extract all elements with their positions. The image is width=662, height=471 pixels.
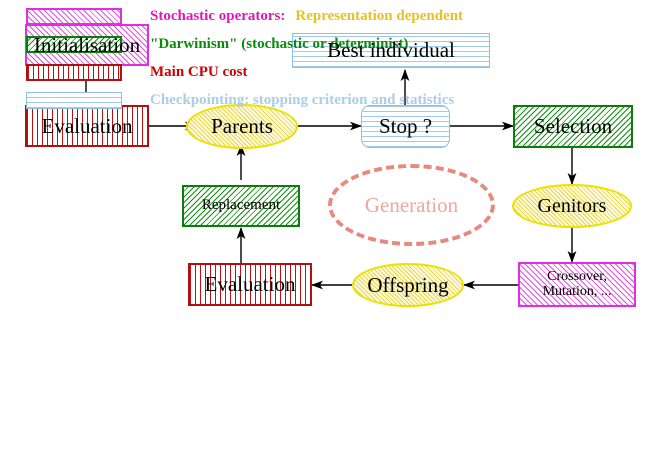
node-offspring-label: Offspring bbox=[367, 272, 449, 297]
legend-swatch-red-vertical-hatch-icon bbox=[26, 64, 122, 81]
node-offspring[interactable]: Offspring bbox=[352, 263, 464, 307]
node-selection-label: Selection bbox=[533, 114, 613, 139]
node-best-individual-label: Best individual bbox=[327, 38, 455, 63]
node-evaluation-top[interactable]: Evaluation bbox=[25, 105, 149, 147]
node-crossover-mutation-label-line2: Mutation, ... bbox=[542, 283, 612, 299]
node-genitors-label: Genitors bbox=[537, 194, 607, 217]
legend-label-darwinism: "Darwinism" (stochastic or determinist) bbox=[150, 36, 409, 52]
node-crossover-mutation-label-line1: Crossover, bbox=[547, 268, 607, 284]
legend-row-stochastic-operators: Stochastic operators: Representation dep… bbox=[26, 8, 463, 25]
node-parents-label: Parents bbox=[211, 114, 273, 139]
legend-row-darwinism: "Darwinism" (stochastic or determinist) bbox=[26, 36, 408, 53]
node-replacement-label: Replacement bbox=[201, 197, 281, 214]
node-stop[interactable]: Stop ? bbox=[361, 105, 450, 148]
legend-label-stochastic-operators: Stochastic operators: bbox=[150, 8, 286, 24]
node-initialisation-label: Initialisation bbox=[33, 32, 141, 57]
legend-swatch-magenta-diagonal-hatch-icon bbox=[26, 8, 122, 25]
legend-label-main-cpu-cost: Main CPU cost bbox=[150, 64, 248, 80]
node-evaluation-bottom[interactable]: Evaluation bbox=[188, 263, 312, 306]
legend-swatch-green-diagonal-hatch-icon bbox=[26, 36, 122, 53]
legend-row-main-cpu-cost: Main CPU cost bbox=[26, 64, 248, 81]
legend-label-representation-dependent: Representation dependent bbox=[295, 8, 464, 24]
node-initialisation[interactable]: Initialisation bbox=[25, 24, 149, 66]
node-evaluation-bottom-label: Evaluation bbox=[204, 272, 296, 297]
legend-row-checkpointing: Checkpointing: stopping criterion and st… bbox=[26, 92, 454, 109]
node-selection[interactable]: Selection bbox=[513, 105, 633, 148]
node-evaluation-top-label: Evaluation bbox=[41, 113, 133, 138]
group-generation: Generation bbox=[328, 164, 495, 246]
node-replacement[interactable]: Replacement bbox=[182, 185, 300, 227]
node-parents[interactable]: Parents bbox=[186, 104, 298, 149]
node-genitors[interactable]: Genitors bbox=[512, 184, 632, 228]
legend-swatch-blue-horizontal-hatch-icon bbox=[26, 92, 122, 109]
node-best-individual[interactable]: Best individual bbox=[292, 33, 490, 68]
legend-label-checkpointing: Checkpointing: stopping criterion and st… bbox=[150, 92, 455, 108]
node-stop-label: Stop ? bbox=[378, 114, 433, 139]
group-generation-label: Generation bbox=[364, 192, 459, 217]
node-crossover-mutation[interactable]: Crossover, Mutation, ... bbox=[518, 262, 636, 307]
